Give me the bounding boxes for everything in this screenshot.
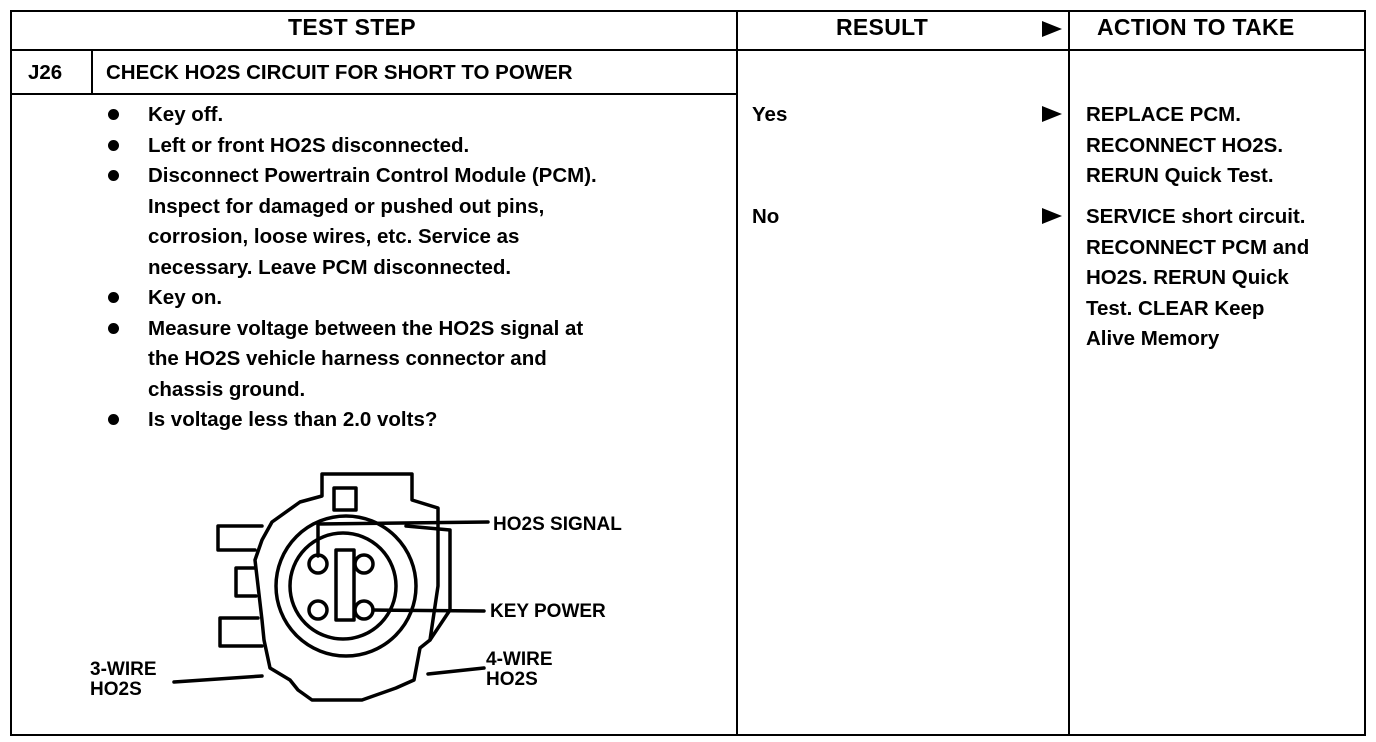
table-frame: [10, 10, 1366, 736]
result-no: No: [752, 205, 780, 228]
connector-inner-ring: [274, 514, 418, 658]
connector-key: [334, 548, 356, 622]
step-id: J26: [28, 61, 63, 84]
label-key-power: KEY POWER: [490, 601, 606, 622]
list-item: Key on.: [104, 283, 597, 314]
connector-tab-lower: [218, 616, 264, 648]
connector-tab-middle: [234, 566, 258, 598]
leader-3-wire: [172, 674, 264, 684]
bullet-icon: [108, 170, 119, 181]
column-divider-result: [736, 10, 738, 736]
ho2s-connector-diagram: [172, 472, 490, 702]
connector-right-bracket: [404, 524, 452, 642]
header-action-to-take: ACTION TO TAKE: [1097, 14, 1295, 40]
header-result: RESULT: [836, 14, 929, 40]
list-item: Is voltage less than 2.0 volts?: [104, 405, 597, 436]
column-divider-action: [1068, 10, 1070, 736]
step-title: CHECK HO2S CIRCUIT FOR SHORT TO POWER: [106, 61, 573, 84]
leader-key-power: [371, 608, 486, 613]
label-3-wire-ho2s: 3-WIRE HO2S: [90, 659, 157, 700]
pin: [353, 553, 375, 575]
list-item: Key off.: [104, 100, 597, 131]
arrow-right-icon: [1042, 21, 1062, 37]
leader-4-wire: [426, 666, 486, 676]
label-ho2s-signal: HO2S SIGNAL: [493, 514, 622, 535]
connector-latch: [332, 486, 358, 512]
bullet-icon: [108, 109, 119, 120]
bullet-icon: [108, 139, 119, 151]
action-no: SERVICE short circuit. RECONNECT PCM and…: [1086, 205, 1310, 350]
step-instructions: Key off. Left or front HO2S disconnected…: [104, 100, 597, 436]
bullet-icon: [108, 322, 119, 334]
list-item: Measure voltage between the HO2S signal …: [104, 314, 597, 406]
step-id-divider: [91, 49, 93, 95]
list-item: Disconnect Powertrain Control Module (PC…: [104, 161, 597, 283]
pin: [353, 599, 375, 621]
label-4-wire-ho2s: 4-WIRE HO2S: [486, 649, 553, 690]
result-yes: Yes: [752, 103, 788, 126]
connector-tab-upper: [216, 524, 264, 552]
header-test-step: TEST STEP: [288, 14, 416, 40]
arrow-right-icon: [1042, 208, 1062, 224]
header-divider: [10, 49, 1366, 51]
leader-ho2s-signal: [316, 520, 490, 558]
connector-body: [253, 472, 440, 702]
step-title-divider: [10, 93, 738, 95]
pin: [307, 599, 329, 621]
list-item: Left or front HO2S disconnected.: [104, 131, 597, 162]
action-yes: REPLACE PCM. RECONNECT HO2S. RERUN Quick…: [1086, 103, 1284, 187]
arrow-right-icon: [1042, 106, 1062, 122]
bullet-icon: [108, 414, 119, 425]
connector-pin-face: [288, 531, 398, 641]
bullet-icon: [108, 292, 119, 303]
